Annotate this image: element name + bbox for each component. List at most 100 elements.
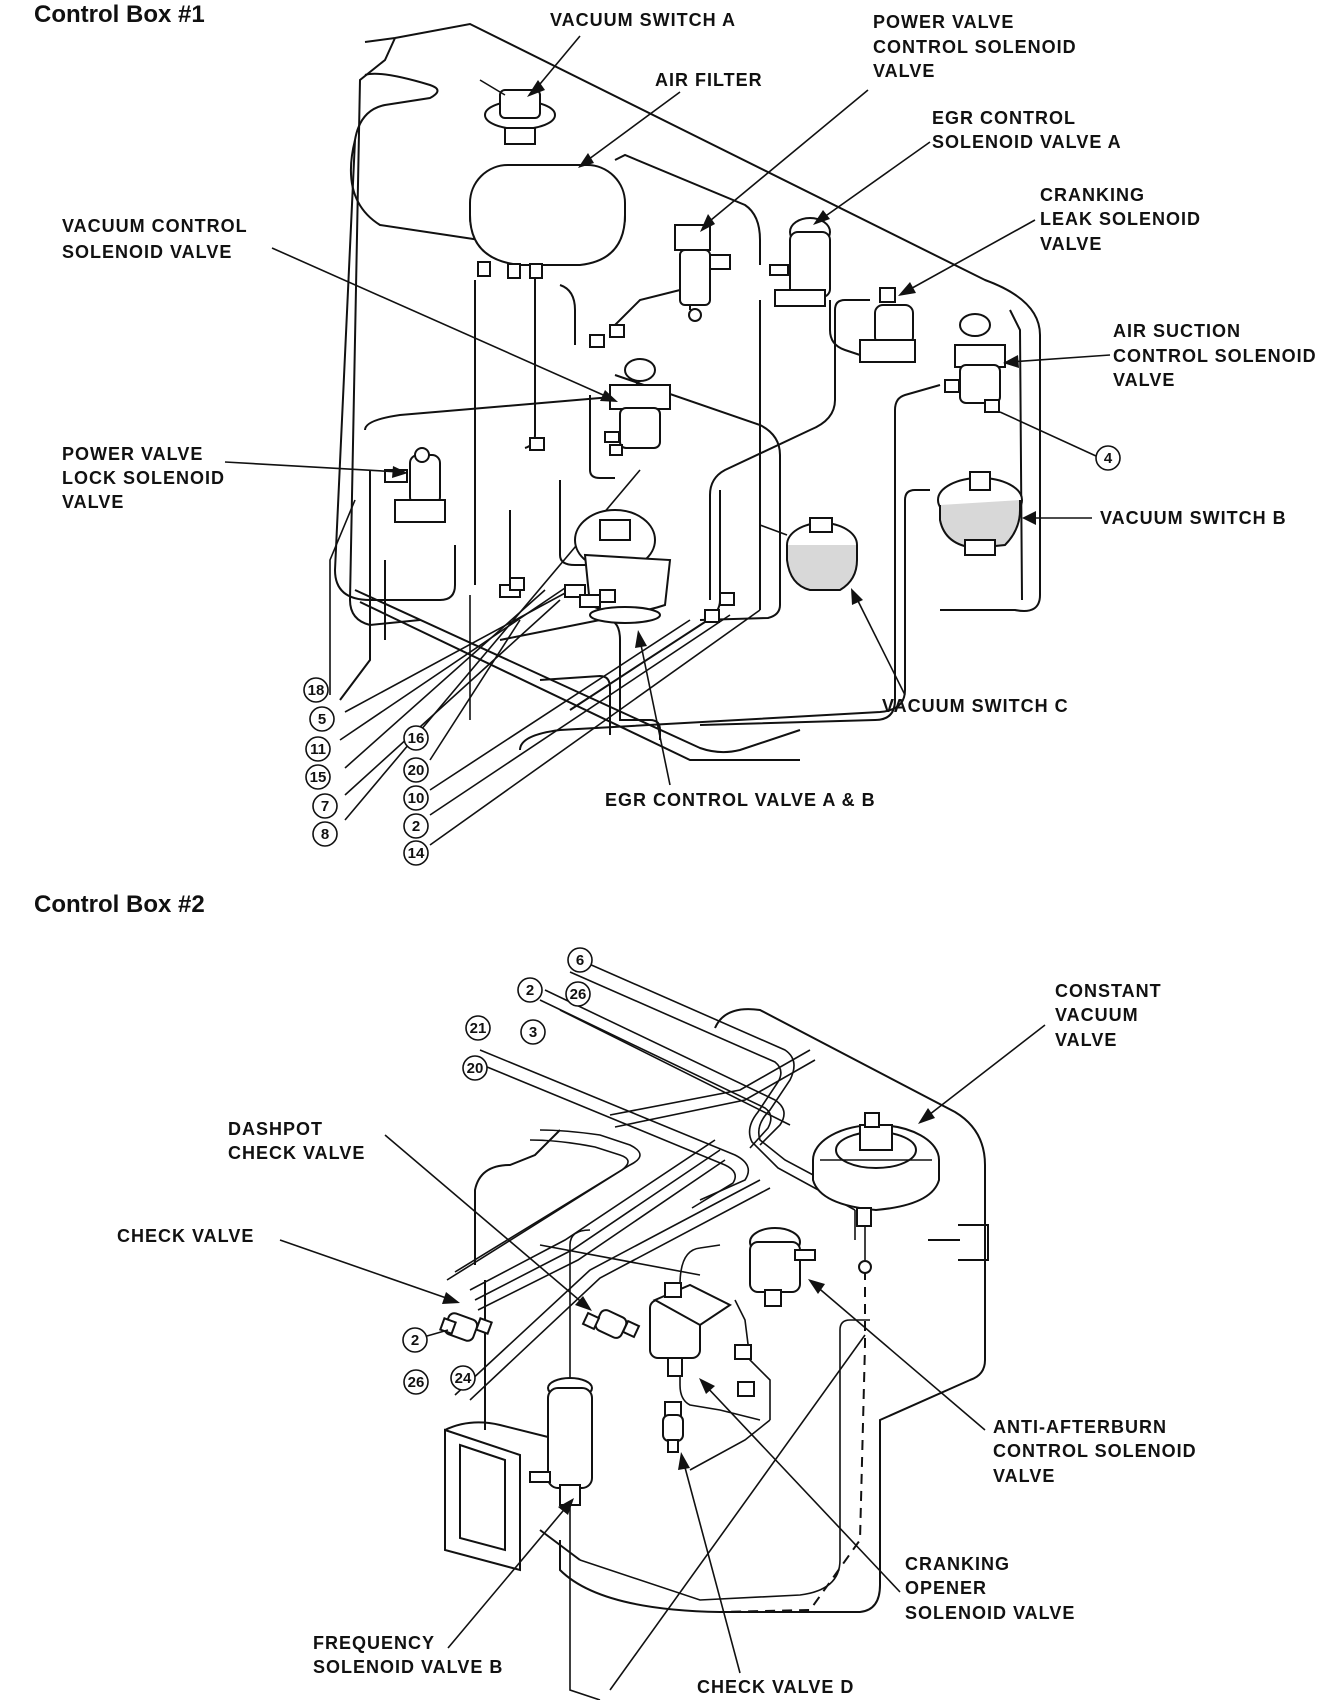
box2-port-2b: 2 — [402, 1327, 428, 1353]
box2-port-26: 26 — [565, 981, 591, 1007]
svg-text:8: 8 — [321, 826, 329, 843]
vacuum-control-solenoid — [604, 358, 671, 456]
svg-text:15: 15 — [310, 769, 327, 786]
egr-control-solenoid-a — [769, 217, 831, 307]
svg-text:20: 20 — [467, 1060, 484, 1077]
box2-port-3: 3 — [520, 1019, 546, 1045]
label-dashpot-check-1: DASHPOT — [228, 1119, 323, 1139]
label-anti-afterburn-3: VALVE — [993, 1466, 1055, 1486]
label-vacuum-switch-b: VACUUM SWITCH B — [1100, 508, 1287, 528]
box1-port-15: 15 — [305, 764, 331, 790]
box1-port-5: 5 — [309, 706, 335, 732]
svg-text:6: 6 — [576, 952, 584, 969]
svg-text:24: 24 — [455, 1370, 472, 1387]
air-suction-control-solenoid — [944, 313, 1006, 413]
check-valve-left — [439, 1312, 493, 1342]
vacuum-switch-a — [479, 79, 556, 145]
svg-text:2: 2 — [411, 1332, 419, 1349]
control-box-2-bracket — [444, 1428, 521, 1572]
power-valve-control-solenoid — [674, 224, 731, 322]
check-valve-d — [662, 1401, 684, 1453]
label-power-valve-lock-2: LOCK SOLENOID — [62, 468, 225, 488]
svg-text:2: 2 — [526, 982, 534, 999]
dashpot-check-valve — [581, 1309, 641, 1339]
control-box-2-title: Control Box #2 — [34, 891, 205, 918]
box2-port-26b: 26 — [403, 1369, 429, 1395]
box1-port-16: 16 — [403, 725, 429, 751]
box1-port-18: 18 — [303, 677, 329, 703]
box1-port-14: 14 — [403, 840, 429, 866]
cranking-leak-solenoid — [859, 287, 916, 363]
label-egr-control-valve-ab: EGR CONTROL VALVE A & B — [605, 790, 876, 810]
svg-text:26: 26 — [570, 986, 587, 1003]
svg-text:4: 4 — [1104, 450, 1113, 467]
label-cranking-leak-1: CRANKING — [1040, 185, 1145, 205]
svg-text:10: 10 — [408, 790, 425, 807]
label-cranking-opener-3: SOLENOID VALVE — [905, 1603, 1075, 1623]
control-box-2-housing — [559, 1008, 986, 1613]
frequency-solenoid-b — [529, 1377, 593, 1506]
svg-text:20: 20 — [408, 762, 425, 779]
constant-vacuum-valve — [812, 1112, 940, 1227]
label-anti-afterburn-2: CONTROL SOLENOID — [993, 1441, 1197, 1461]
label-frequency-b-2: SOLENOID VALVE B — [313, 1657, 503, 1677]
svg-text:2: 2 — [412, 818, 420, 835]
label-constant-vacuum-3: VALVE — [1055, 1030, 1117, 1050]
label-air-suction-1: AIR SUCTION — [1113, 321, 1241, 341]
svg-text:3: 3 — [529, 1024, 537, 1041]
label-vacuum-control-1: VACUUM CONTROL — [62, 216, 248, 236]
box1-port-11: 11 — [305, 736, 331, 762]
label-air-filter: AIR FILTER — [655, 70, 763, 90]
svg-text:16: 16 — [408, 730, 425, 747]
svg-text:21: 21 — [470, 1020, 487, 1037]
label-egr-control-a-2: SOLENOID VALVE A — [932, 132, 1122, 152]
box1-port-8: 8 — [312, 821, 338, 847]
svg-text:18: 18 — [308, 682, 325, 699]
box2-port-6: 6 — [567, 947, 593, 973]
svg-text:14: 14 — [408, 845, 425, 862]
label-power-valve-control-1: POWER VALVE — [873, 12, 1014, 32]
label-check-valve-d: CHECK VALVE D — [697, 1677, 854, 1697]
label-power-valve-control-3: VALVE — [873, 61, 935, 81]
vacuum-switch-c — [759, 517, 858, 591]
label-power-valve-control-2: CONTROL SOLENOID — [873, 37, 1077, 57]
label-anti-afterburn-1: ANTI-AFTERBURN — [993, 1417, 1167, 1437]
label-egr-control-a-1: EGR CONTROL — [932, 108, 1076, 128]
control-box-1-title: Control Box #1 — [34, 1, 205, 28]
label-constant-vacuum-1: CONSTANT — [1055, 981, 1162, 1001]
label-vacuum-switch-c: VACUUM SWITCH C — [882, 696, 1069, 716]
label-cranking-opener-2: OPENER — [905, 1578, 987, 1598]
anti-afterburn-solenoid — [749, 1227, 816, 1307]
box1-port-2: 2 — [403, 813, 429, 839]
tee-fittings-box1 — [509, 324, 735, 623]
label-cranking-opener-1: CRANKING — [905, 1554, 1010, 1574]
box2-hose-bundle — [446, 959, 861, 1401]
control-box-1-housing — [348, 22, 1041, 627]
cranking-opener-solenoid — [649, 1282, 755, 1397]
box1-hose-loop-a — [333, 72, 456, 601]
box1-port-10: 10 — [403, 785, 429, 811]
control-box-2: Control Box #2 — [34, 891, 1197, 1700]
label-vacuum-control-2: SOLENOID VALVE — [62, 242, 232, 262]
box2-port-24: 24 — [450, 1365, 476, 1391]
label-air-suction-2: CONTROL SOLENOID — [1113, 346, 1317, 366]
box1-port-4: 4 — [1095, 445, 1121, 471]
air-filter — [469, 164, 626, 279]
box1-port-20: 20 — [403, 757, 429, 783]
svg-text:5: 5 — [318, 711, 326, 728]
control-box-1: Control Box #1 — [34, 1, 1317, 866]
label-frequency-b-1: FREQUENCY — [313, 1633, 435, 1653]
svg-text:26: 26 — [408, 1374, 425, 1391]
label-cranking-leak-3: VALVE — [1040, 234, 1102, 254]
label-dashpot-check-2: CHECK VALVE — [228, 1143, 365, 1163]
box2-port-20: 20 — [462, 1055, 488, 1081]
label-constant-vacuum-2: VACUUM — [1055, 1005, 1139, 1025]
svg-text:7: 7 — [321, 798, 329, 815]
label-vacuum-switch-a: VACUUM SWITCH A — [550, 10, 736, 30]
vacuum-switch-b — [937, 471, 1023, 556]
box1-port-7: 7 — [312, 793, 338, 819]
power-valve-lock-solenoid — [384, 447, 446, 523]
svg-text:11: 11 — [310, 741, 326, 758]
label-check-valve: CHECK VALVE — [117, 1226, 254, 1246]
